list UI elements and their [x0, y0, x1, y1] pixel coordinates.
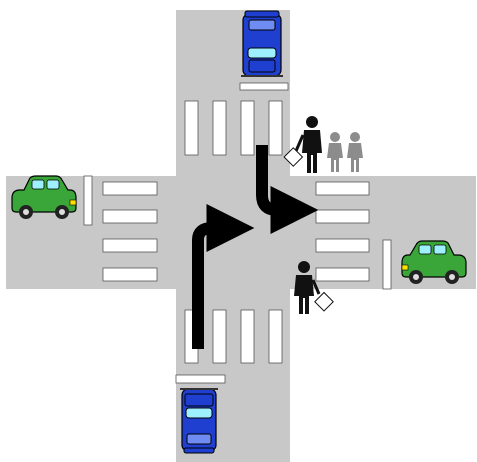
pedestrian-adult-right-icon	[294, 261, 334, 314]
car-bottom-icon	[180, 388, 218, 454]
stop-line-right	[382, 239, 392, 290]
arrow-from-bottom-turn-right	[192, 204, 255, 349]
crosswalk-bottom	[184, 309, 283, 364]
car-right-icon	[401, 240, 467, 284]
stop-line-left	[83, 175, 93, 226]
pedestrian-child-1-icon	[327, 132, 343, 172]
crosswalk-left	[102, 181, 158, 282]
car-left-icon	[11, 175, 77, 219]
stop-line-bottom	[175, 374, 226, 384]
stop-line-top	[239, 82, 289, 91]
crosswalk-top	[184, 100, 283, 156]
pedestrian-adult-top-icon	[283, 116, 322, 173]
pedestrian-child-2-icon	[347, 132, 363, 172]
car-top-icon	[241, 10, 283, 77]
arrow-from-top-turn-right	[256, 145, 319, 234]
